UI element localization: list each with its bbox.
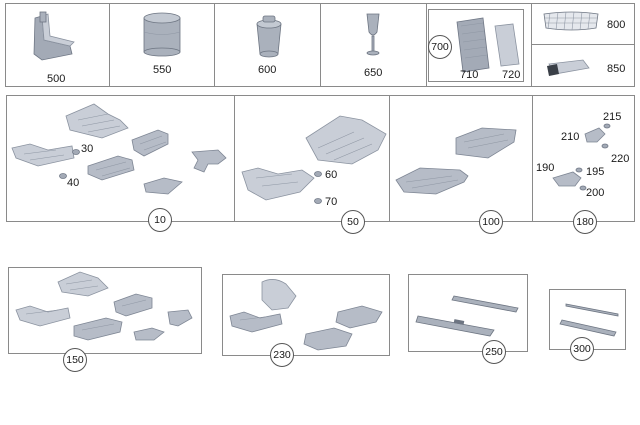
container-illustration xyxy=(143,12,181,57)
panel-50-frame[interactable] xyxy=(234,95,390,222)
label-195: 195 xyxy=(586,166,605,178)
callout-10[interactable]: 10 xyxy=(148,208,172,232)
label-215: 215 xyxy=(603,111,622,123)
callout-230[interactable]: 230 xyxy=(270,343,294,367)
callout-250[interactable]: 250 xyxy=(482,340,506,364)
parts-180-illustration xyxy=(552,123,611,191)
glass-illustration xyxy=(366,13,380,56)
ashtray-illustration xyxy=(256,15,282,58)
callout-180[interactable]: 180 xyxy=(573,210,597,234)
mat-set-230-illustration xyxy=(229,279,383,351)
label-200: 200 xyxy=(586,187,605,199)
callout-300[interactable]: 300 xyxy=(570,337,594,361)
trunk-liner-illustration xyxy=(33,11,75,61)
label-850: 850 xyxy=(607,63,626,75)
label-500: 500 xyxy=(47,73,66,85)
label-220: 220 xyxy=(611,153,630,165)
label-600: 600 xyxy=(258,64,277,76)
callout-50[interactable]: 50 xyxy=(341,210,365,234)
label-70: 70 xyxy=(325,196,338,208)
mat-set-150-illustration xyxy=(15,271,193,341)
callout-150[interactable]: 150 xyxy=(63,348,87,372)
label-190: 190 xyxy=(536,162,555,174)
label-710: 710 xyxy=(460,69,479,81)
sill-strips-250-illustration xyxy=(415,295,519,337)
cover-roll-illustration xyxy=(547,59,590,76)
callout-100[interactable]: 100 xyxy=(479,210,503,234)
label-720: 720 xyxy=(502,69,521,81)
panel-250-frame[interactable] xyxy=(408,274,528,352)
mat-set-50-illustration xyxy=(241,115,387,204)
panel-180-frame[interactable] xyxy=(532,95,635,222)
label-210: 210 xyxy=(561,131,580,143)
sill-strips-300-illustration xyxy=(559,303,619,337)
label-550: 550 xyxy=(153,64,172,76)
mat-set-10-illustration xyxy=(11,103,227,195)
mat-set-100-illustration xyxy=(395,127,517,195)
callout-700[interactable]: 700 xyxy=(428,35,452,59)
floor-panel-illustration xyxy=(456,17,520,73)
label-650: 650 xyxy=(364,67,383,79)
cargo-net-illustration xyxy=(543,11,599,31)
label-800: 800 xyxy=(607,19,626,31)
label-40: 40 xyxy=(67,177,80,189)
panel-100-frame[interactable] xyxy=(389,95,533,222)
label-30: 30 xyxy=(81,143,94,155)
label-60: 60 xyxy=(325,169,338,181)
